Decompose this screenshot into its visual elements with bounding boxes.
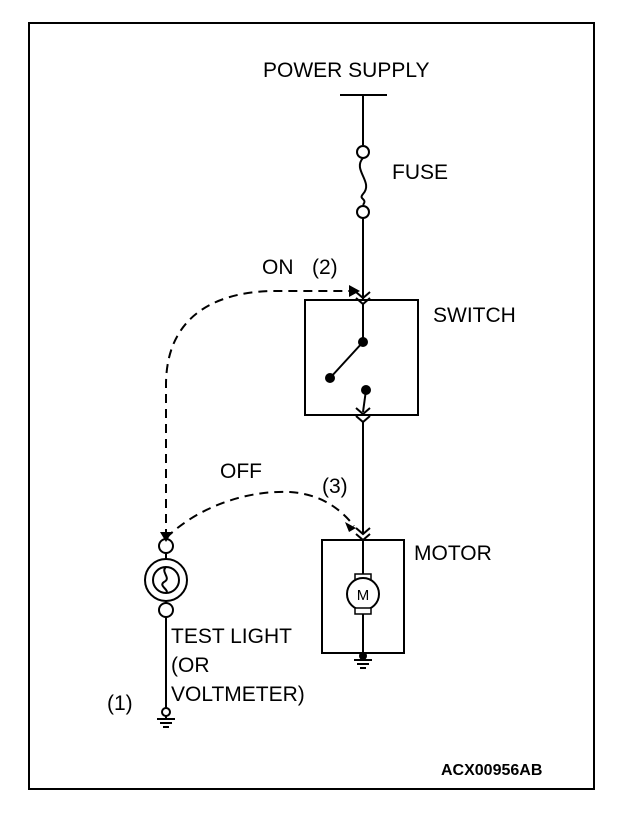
motor-label: MOTOR: [414, 542, 492, 565]
test-light-label-line2: (OR: [171, 654, 210, 677]
motor-symbol: M: [357, 587, 370, 604]
switch-contact-icon: [325, 304, 371, 413]
power-supply-label: POWER SUPPLY: [263, 59, 430, 82]
step2-label: (2): [312, 256, 338, 279]
probe-path-on: [165, 290, 356, 538]
test-light-label-line1: TEST LIGHT: [171, 625, 292, 648]
off-label: OFF: [220, 460, 262, 483]
test-light-icon: [144, 538, 188, 708]
figure-code: ACX00956AB: [441, 762, 543, 779]
fuse-icon: [356, 145, 370, 219]
arrow-probe-icon: [160, 532, 172, 542]
test-light-ground-icon: [157, 707, 175, 728]
arrow-off-icon: [345, 522, 356, 532]
arrow-on-icon: [349, 285, 360, 297]
test-light-label-line3: VOLTMETER): [171, 683, 305, 706]
fuse-label: FUSE: [392, 161, 449, 184]
on-label: ON: [262, 256, 294, 279]
motor-ground-icon: [354, 652, 372, 669]
diagram-frame: [28, 22, 595, 790]
probe-path-off: [165, 490, 355, 539]
switch-box: [304, 299, 419, 416]
step1-label: (1): [107, 692, 133, 715]
step3-label: (3): [322, 475, 348, 498]
switch-label: SWITCH: [433, 304, 516, 327]
